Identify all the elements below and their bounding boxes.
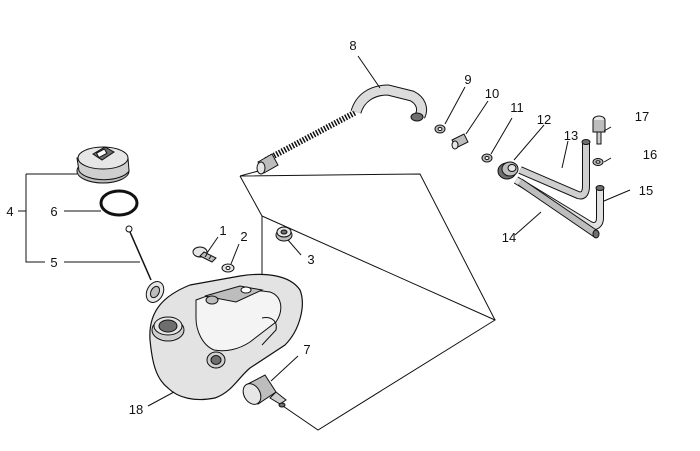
- callout-6: 6: [50, 204, 58, 219]
- leader-lines: [18, 55, 631, 407]
- mounting-bolt: [192, 246, 217, 263]
- fuel-filter: [592, 115, 606, 145]
- callout-10: 10: [484, 86, 500, 101]
- fuel-fitting: [451, 133, 469, 150]
- fuel-cap: [76, 146, 130, 184]
- fuel-line-with-spring: [256, 84, 428, 175]
- callout-13: 13: [563, 128, 579, 143]
- guide-line-lower: [261, 215, 497, 431]
- guide-line-main: [239, 173, 496, 321]
- callout-3: 3: [307, 252, 315, 267]
- fuel-hoses: [513, 139, 605, 239]
- seal-ring: [434, 124, 446, 134]
- small-washer: [481, 153, 493, 163]
- filter-ring: [592, 158, 604, 166]
- fuel-tank-grommet: [497, 161, 519, 180]
- callout-4: 4: [6, 204, 14, 219]
- callout-15: 15: [638, 183, 654, 198]
- callout-2: 2: [240, 229, 248, 244]
- washer: [221, 263, 235, 273]
- callout-16: 16: [642, 147, 658, 162]
- grommet: [275, 226, 293, 242]
- callout-12: 12: [536, 112, 552, 127]
- filler-strainer: [125, 225, 165, 303]
- callout-8: 8: [349, 38, 357, 53]
- callout-14: 14: [501, 230, 517, 245]
- fuel-tank-cap-fitting: [242, 374, 287, 408]
- callout-5: 5: [50, 255, 58, 270]
- callout-11: 11: [510, 100, 524, 115]
- callout-18: 18: [128, 402, 144, 417]
- callout-1: 1: [219, 223, 227, 238]
- fuel-tank: [149, 273, 303, 401]
- callout-7: 7: [303, 342, 311, 357]
- callout-17: 17: [634, 109, 650, 124]
- callout-9: 9: [464, 72, 472, 87]
- o-ring: [99, 189, 139, 217]
